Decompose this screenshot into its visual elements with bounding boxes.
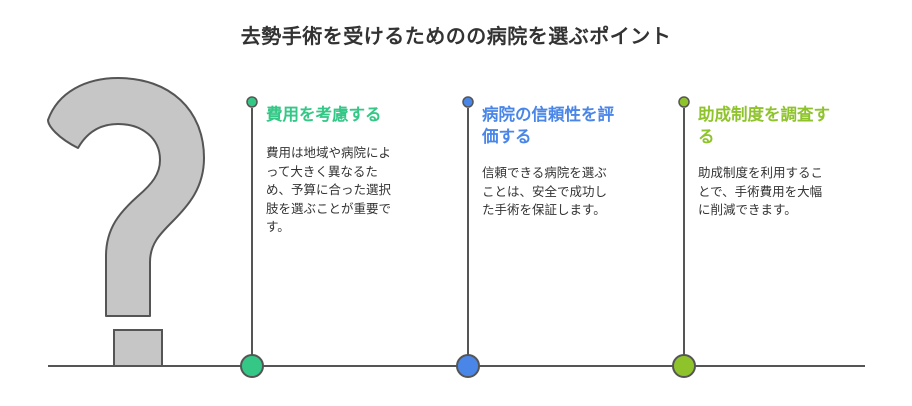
point-3-line-2: とで、手術費用を大幅 — [698, 183, 823, 199]
point-3-line-3: に削減できます。 — [698, 202, 797, 217]
point-2-heading: 病院の信頼性を評 価する — [482, 104, 614, 148]
point-1-line-4: 肢を選ぶことが重要で — [266, 200, 392, 216]
point-3-description: 助成制度を利用するこ とで、手術費用を大幅 に削減できます。 — [698, 164, 823, 220]
point-2-line-1: 信頼できる病院を選ぶ — [482, 165, 607, 180]
point-2-line-2: ことは、安全で成功し — [482, 183, 608, 199]
point-2-description: 信頼できる病院を選ぶ ことは、安全で成功し た手術を保証します。 — [482, 164, 607, 220]
point-3-heading-line-1: 助成制度を調査す — [698, 105, 830, 124]
question-mark-icon — [47, 77, 205, 367]
marker-top-dot-1 — [246, 96, 258, 108]
timeline-marker-1 — [240, 96, 264, 378]
timeline-marker-2 — [456, 96, 480, 378]
point-1-description: 費用は地域や病院によ って大きく異なるた め、予算に合った選択 肢を選ぶことが重… — [266, 144, 391, 237]
question-mark-dot — [113, 329, 163, 367]
point-3-line-1: 助成制度を利用するこ — [698, 165, 824, 180]
point-3-heading: 助成制度を調査す る — [698, 104, 830, 148]
point-2-heading-line-2: 価する — [482, 127, 532, 146]
marker-top-dot-2 — [462, 96, 474, 108]
point-1-line-2: って大きく異なるた — [266, 163, 378, 179]
marker-top-dot-3 — [678, 96, 690, 108]
point-2-heading-line-1: 病院の信頼性を評 — [482, 105, 614, 124]
timeline-marker-3 — [672, 96, 696, 378]
point-3-heading-line-2: る — [698, 127, 715, 146]
marker-node-3 — [672, 354, 696, 378]
point-2-line-3: た手術を保証します。 — [482, 202, 606, 217]
marker-node-1 — [240, 354, 264, 378]
point-1-heading: 費用を考慮する — [266, 105, 382, 124]
page-title: 去勢手術を受けるためのの病院を選ぶポイント — [240, 24, 672, 48]
marker-node-2 — [456, 354, 480, 378]
point-1-line-1: 費用は地域や病院によ — [266, 145, 392, 160]
point-1-line-5: す。 — [266, 219, 290, 234]
question-mark-hook — [47, 77, 205, 317]
point-1-line-3: め、予算に合った選択 — [266, 182, 392, 197]
